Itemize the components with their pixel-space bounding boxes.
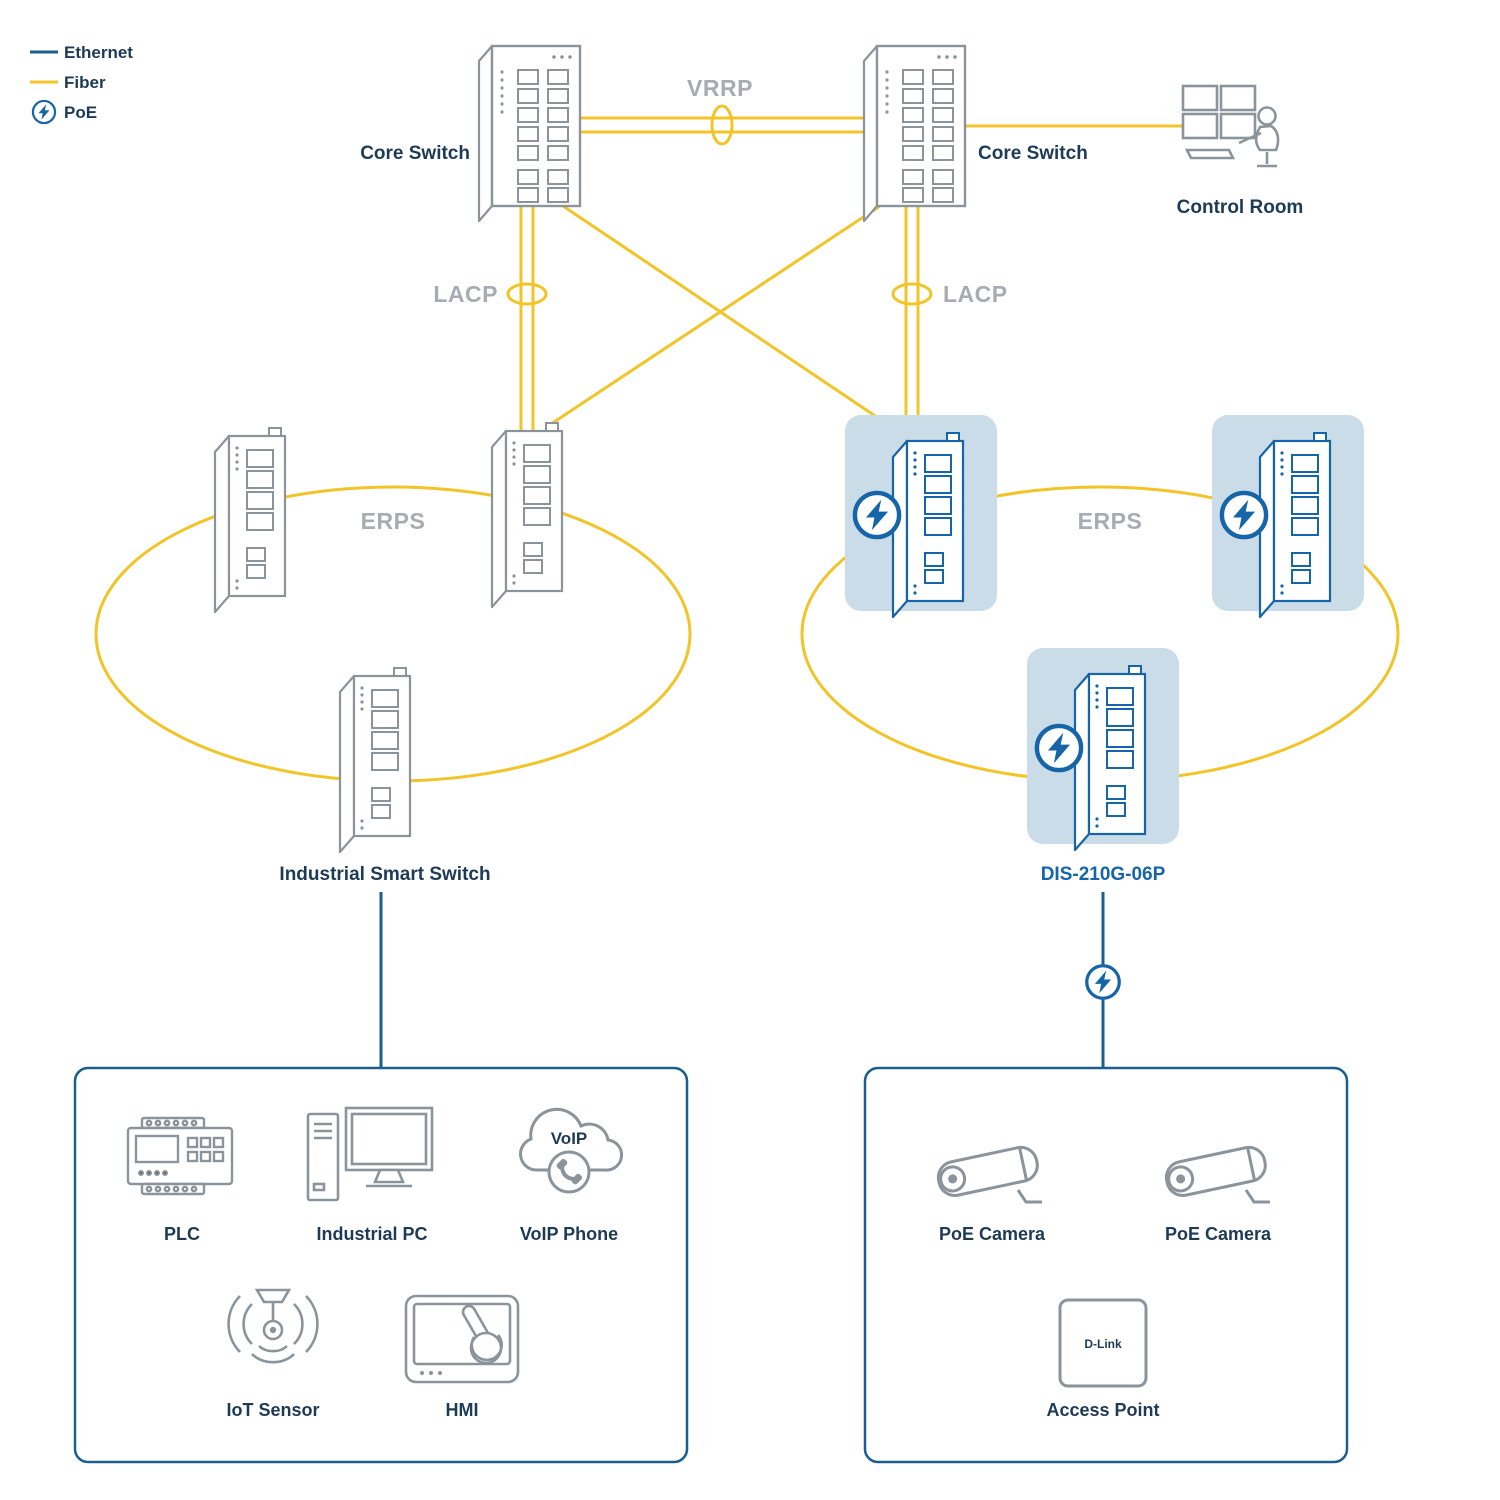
voip-phone-label: VoIP Phone <box>520 1224 618 1244</box>
poe-icon <box>1085 964 1121 1000</box>
hmi-icon <box>404 1294 520 1384</box>
control-room-icon <box>1181 84 1280 168</box>
nodes-layer <box>213 44 1364 1000</box>
industrial-switch-left-ring-b <box>490 421 564 609</box>
core-switch-left-label: Core Switch <box>360 143 470 164</box>
cross-fiber-right-to-left-ring <box>547 204 881 428</box>
core-switch-left-icon <box>477 44 582 223</box>
iot-sensor-label: IoT Sensor <box>226 1400 319 1420</box>
poe-camera-label-2: PoE Camera <box>1165 1224 1272 1244</box>
handset-circle <box>547 1150 591 1194</box>
vrrp-aggregation-ring <box>710 104 734 146</box>
monitor-icon <box>1181 112 1219 140</box>
industrial-smart-switch-label: Industrial Smart Switch <box>279 864 490 885</box>
industrial-switch-left-ring-a <box>213 426 287 614</box>
industrial-switch-left-ring-c <box>338 666 412 854</box>
poe-camera-label-1: PoE Camera <box>939 1224 1046 1244</box>
dis-210g-06p-label: DIS-210G-06P <box>1041 864 1166 885</box>
poe-industrial-switch-b <box>1258 431 1332 619</box>
poe-industrial-switch-c <box>1073 664 1147 852</box>
erps-right-label: ERPS <box>1078 508 1143 534</box>
operator-head <box>1257 106 1277 126</box>
monitor-icon <box>1219 84 1257 112</box>
access-point-brand: D-Link <box>1084 1337 1122 1351</box>
cross-fiber-left-to-right-ring <box>562 204 894 430</box>
lacp-right-label: LACP <box>943 281 1008 307</box>
legend: Ethernet Fiber PoE <box>30 43 133 125</box>
vrrp-label: VRRP <box>687 75 753 101</box>
poe-industrial-switch-a <box>891 431 965 619</box>
legend-fiber-label: Fiber <box>64 73 106 92</box>
monitor-icon <box>1219 112 1257 140</box>
industrial-pc-label: Industrial PC <box>316 1224 427 1244</box>
plc-icon <box>126 1116 234 1196</box>
touch-hand-icon <box>461 1304 503 1365</box>
operator-body <box>1254 124 1280 152</box>
legend-ethernet-label: Ethernet <box>64 43 133 62</box>
handset-icon <box>556 1158 583 1185</box>
operator-arm <box>1238 131 1262 145</box>
lacp-left-aggregation-ring <box>506 282 548 306</box>
erps-left-label: ERPS <box>361 508 426 534</box>
core-switch-right-icon <box>862 44 967 223</box>
cloud-icon <box>519 1107 624 1172</box>
poe-icon <box>855 493 899 537</box>
device-boxes-layer: VoIP <box>73 1066 1349 1464</box>
poe-icon <box>1037 726 1081 770</box>
poe-icon <box>31 99 57 125</box>
iot-sensor-icon <box>227 1288 319 1364</box>
legend-poe-label: PoE <box>64 103 97 122</box>
core-switch-right-label: Core Switch <box>978 143 1088 164</box>
lacp-right-aggregation-ring <box>891 282 933 306</box>
keyboard-icon <box>1184 148 1236 160</box>
voip-cloud-text: VoIP <box>551 1129 588 1148</box>
access-point-label: Access Point <box>1046 1400 1159 1420</box>
links-layer <box>94 104 1400 1068</box>
labels-layer: Core Switch Core Switch VRRP Control Roo… <box>164 75 1303 1420</box>
plc-label: PLC <box>164 1224 200 1244</box>
monitor-icon <box>1181 84 1219 112</box>
industrial-pc-icon <box>306 1106 434 1202</box>
poe-icon <box>1222 493 1266 537</box>
access-point-icon: D-Link <box>1058 1298 1148 1388</box>
lacp-left-label: LACP <box>433 281 498 307</box>
voip-phone-icon: VoIP <box>519 1107 624 1194</box>
hmi-label: HMI <box>446 1400 479 1420</box>
control-room-label: Control Room <box>1177 197 1304 218</box>
